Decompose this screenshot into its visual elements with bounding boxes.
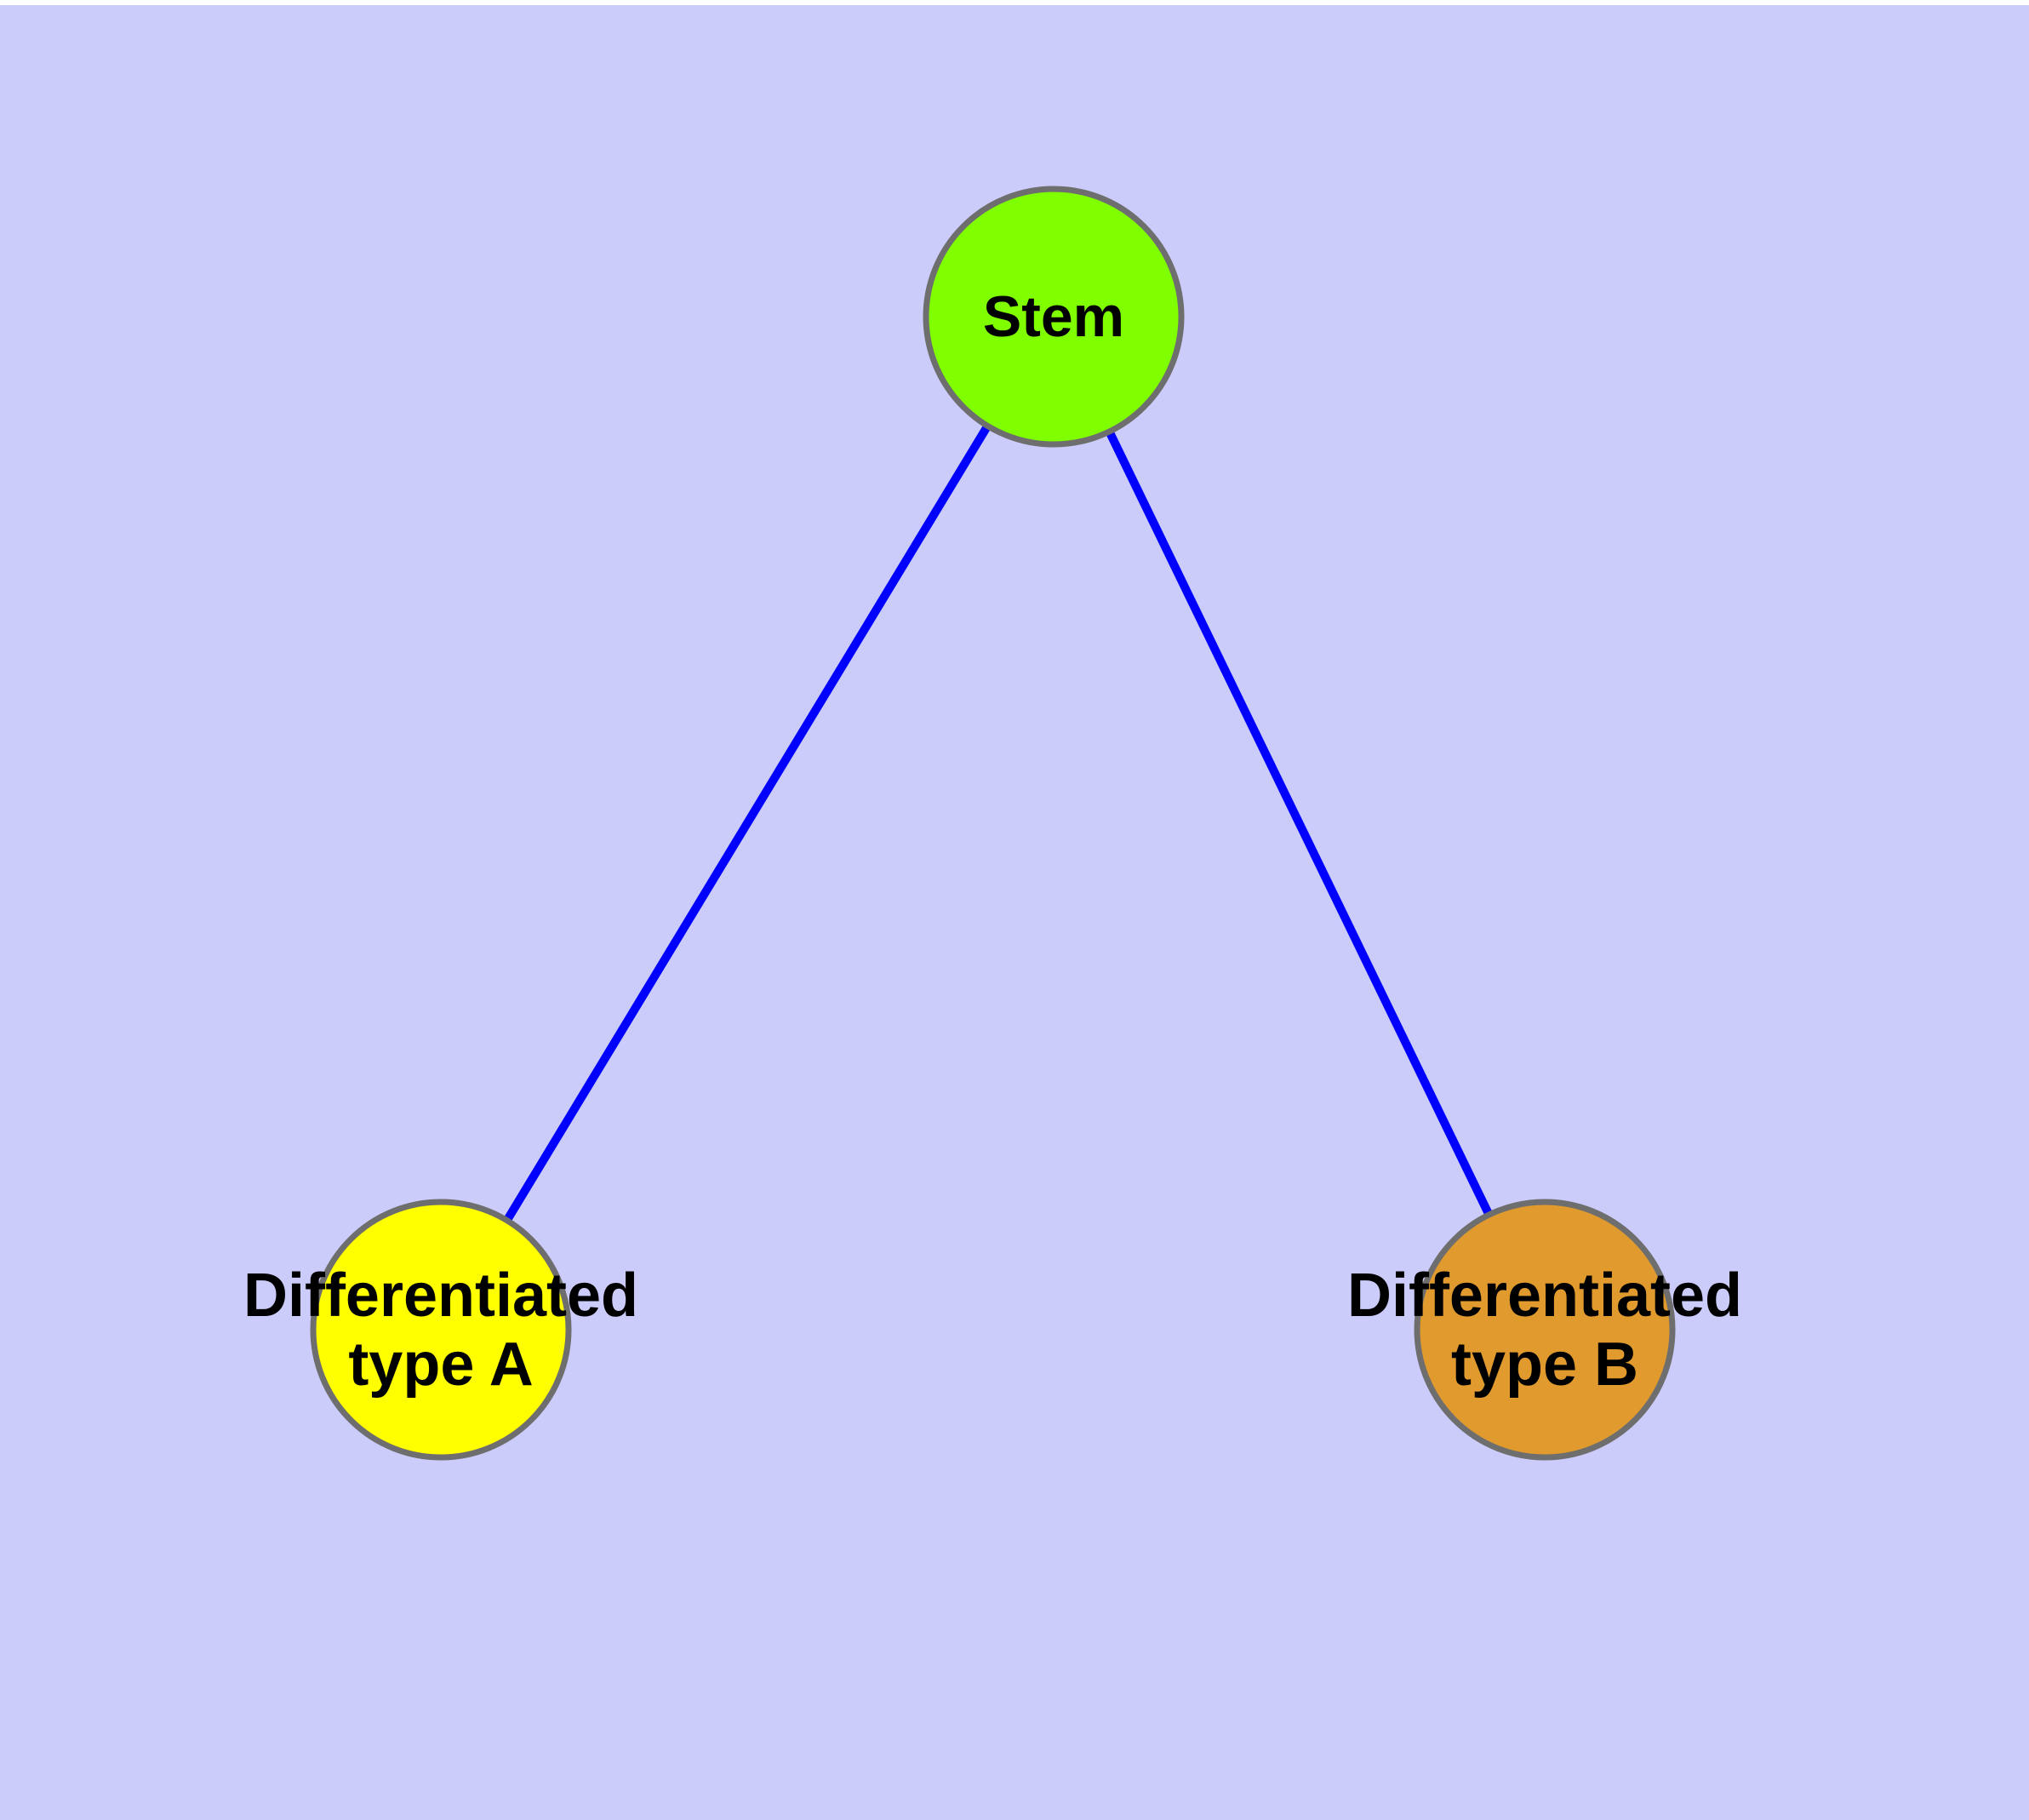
node-label-line: type A (348, 1331, 533, 1399)
edge-stem-diff-a (504, 425, 991, 1222)
node-diff_b[interactable] (1414, 1199, 1676, 1461)
node-label-line: Differentiated (243, 1262, 638, 1330)
node-label-stem: Stem (983, 284, 1124, 349)
node-stem[interactable] (923, 186, 1185, 448)
node-diff_a[interactable] (310, 1199, 572, 1461)
node-label-line: Stem (983, 284, 1124, 349)
node-layer (310, 186, 1676, 1461)
edge-stem-diff-b (1106, 431, 1493, 1216)
edge-layer (504, 425, 1493, 1222)
node-label-line: Differentiated (1347, 1262, 1742, 1330)
node-label-line: type B (1451, 1331, 1638, 1399)
